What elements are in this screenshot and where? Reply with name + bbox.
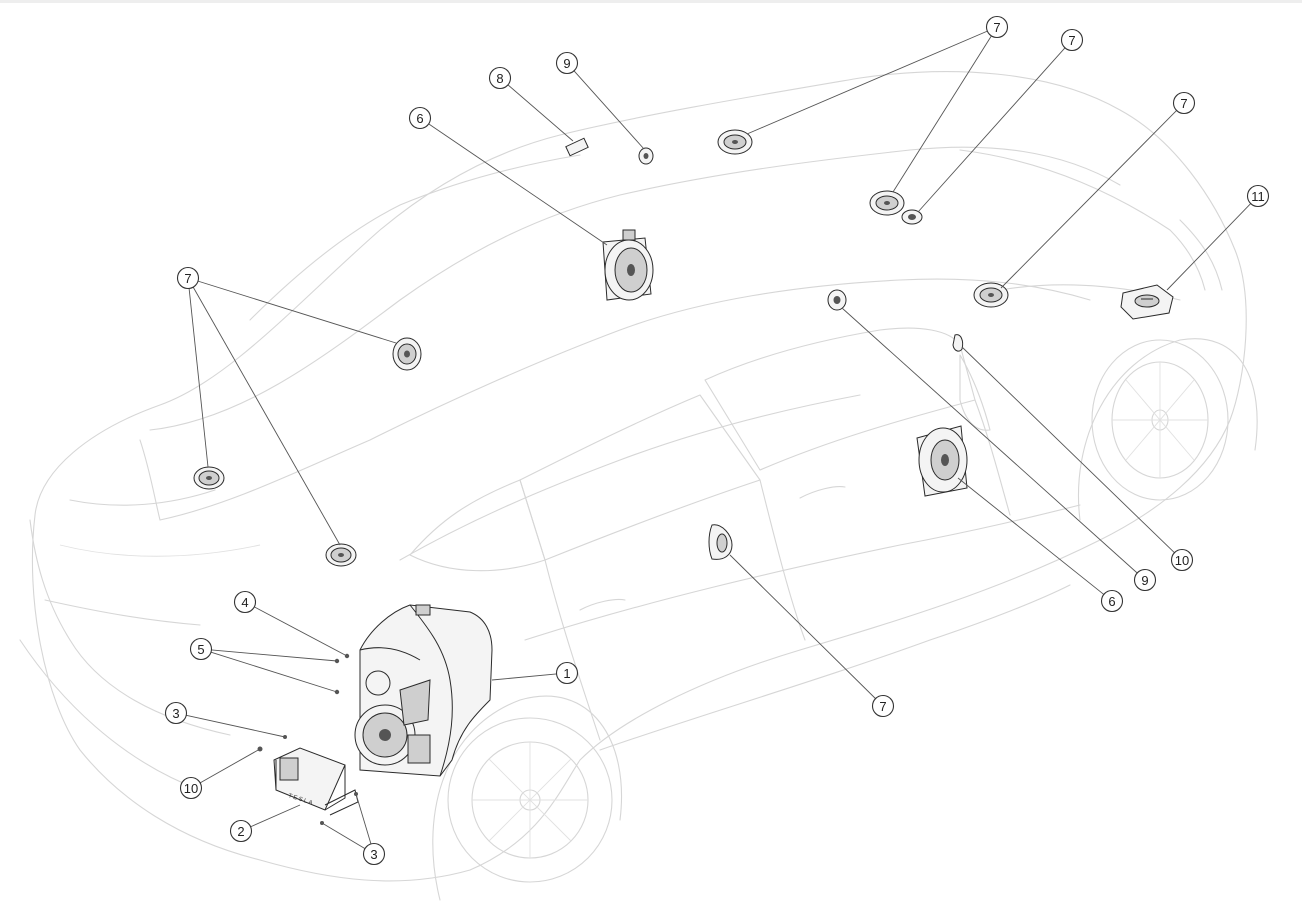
- callout-9: 9: [1133, 568, 1157, 592]
- speaker-part-7: [193, 129, 1009, 567]
- leader-line: [892, 35, 992, 193]
- callout-number: 4: [241, 595, 248, 610]
- callout-number: 6: [416, 111, 423, 126]
- callout-circle: [179, 776, 203, 800]
- amplifier-part-2: TESLA: [273, 747, 359, 816]
- callout-3: 3: [164, 701, 188, 725]
- callout-7: 7: [1172, 91, 1196, 115]
- leader-line: [192, 286, 341, 546]
- callout-number: 3: [370, 847, 377, 862]
- leader-lines: [186, 30, 1252, 850]
- center-speaker-part-12: [1120, 284, 1174, 320]
- callout-number: 7: [993, 20, 1000, 35]
- callout-6: 6: [408, 106, 432, 130]
- callout-7: 7: [176, 266, 200, 290]
- callout-10: 10: [179, 776, 203, 800]
- callout-number: 7: [184, 271, 191, 286]
- leader-line: [729, 554, 876, 699]
- callout-number: 7: [879, 699, 886, 714]
- callout-circle: [1060, 28, 1084, 52]
- callout-circle: [555, 661, 579, 685]
- leader-line: [841, 307, 1138, 574]
- callout-circle: [408, 106, 432, 130]
- callout-circle: [871, 694, 895, 718]
- woofer-part-6: [602, 229, 968, 497]
- callout-number: 9: [563, 56, 570, 71]
- part-9: [565, 137, 847, 311]
- callout-number: 3: [172, 706, 179, 721]
- callout-number: 7: [1068, 33, 1075, 48]
- callout-circle: [233, 590, 257, 614]
- leader-line: [957, 477, 1105, 595]
- leader-line: [961, 346, 1175, 554]
- callout-number: 7: [1180, 96, 1187, 111]
- leader-line: [321, 822, 366, 850]
- callout-3: 3: [362, 842, 386, 866]
- leader-line: [491, 673, 557, 681]
- leader-line: [197, 280, 397, 344]
- callout-2: 2: [229, 819, 253, 843]
- callout-number: 6: [1108, 594, 1115, 609]
- callout-circle: [1172, 91, 1196, 115]
- callout-circle: [1246, 184, 1270, 208]
- leader-line: [1000, 110, 1177, 289]
- callout-10: 10: [1170, 548, 1194, 572]
- callout-8: 8: [488, 66, 512, 90]
- callout-7: 7: [1060, 28, 1084, 52]
- callout-circle: [555, 51, 579, 75]
- callout-circle: [1100, 589, 1124, 613]
- callout-circle: [362, 842, 386, 866]
- subwoofer-enclosure-part-1: [354, 604, 493, 777]
- callout-circle: [176, 266, 200, 290]
- tweeter-part-8: [901, 209, 923, 225]
- leader-line: [917, 47, 1066, 213]
- leader-line: [355, 793, 372, 845]
- callout-7: 7: [871, 694, 895, 718]
- leader-line: [1166, 203, 1252, 291]
- callout-6: 6: [1100, 589, 1124, 613]
- leader-line: [186, 714, 286, 738]
- part-10: [638, 147, 964, 352]
- callout-number: 2: [237, 824, 244, 839]
- callout-number: 10: [1175, 553, 1189, 568]
- callout-circle: [164, 701, 188, 725]
- leader-line: [250, 804, 301, 828]
- callout-circle: [488, 66, 512, 90]
- leader-line: [573, 70, 645, 150]
- callout-number: 8: [496, 71, 503, 86]
- callout-labels: 1 2 3 3 4 5 6 6 7 7 7 7 7 8 9 9 10 10 11: [164, 15, 1270, 866]
- callout-number: 5: [197, 642, 204, 657]
- leader-line: [428, 123, 608, 246]
- callout-circle: [189, 637, 213, 661]
- top-border: [0, 0, 1302, 3]
- leader-line: [188, 288, 209, 468]
- leader-line: [199, 748, 261, 784]
- callout-number: 11: [1251, 189, 1265, 204]
- callout-number: 1: [563, 666, 570, 681]
- callout-5: 5: [189, 637, 213, 661]
- leader-line: [507, 84, 574, 142]
- callout-4: 4: [233, 590, 257, 614]
- callout-number: 10: [184, 781, 198, 796]
- callout-9: 9: [555, 51, 579, 75]
- callout-circle: [229, 819, 253, 843]
- callout-circle: [1170, 548, 1194, 572]
- leader-line: [254, 606, 348, 657]
- callout-circle: [1133, 568, 1157, 592]
- leader-line: [746, 30, 988, 135]
- leader-line: [210, 651, 338, 693]
- callout-1: 1: [555, 661, 579, 685]
- callout-11: 11: [1246, 184, 1270, 208]
- callout-7: 7: [985, 15, 1009, 39]
- callout-circle: [985, 15, 1009, 39]
- leader-line: [211, 649, 338, 662]
- callout-number: 9: [1141, 573, 1148, 588]
